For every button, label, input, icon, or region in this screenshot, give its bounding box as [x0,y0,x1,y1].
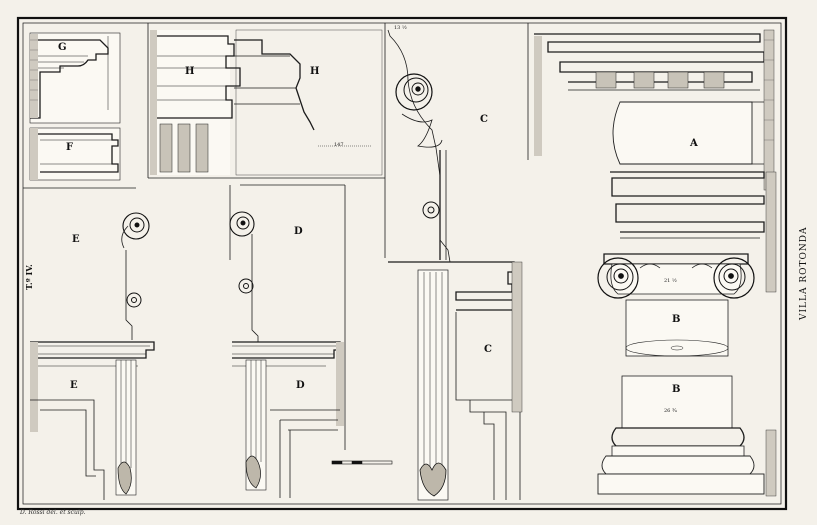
label-c-bottom: C [484,344,492,355]
profile-a: A [534,29,775,239]
label-b-top: B [672,314,680,325]
ionic-capital: 21 ½ B [597,253,755,357]
label-c-top: C [480,114,488,125]
plate-number: T.º IV. [24,264,34,290]
dimension-base: 26 ¾ [664,407,677,414]
engraver-signature: D. Rossi del. et sculp. [19,509,86,516]
volute-right [713,257,755,299]
scale-bar [331,460,393,465]
label-a: A [689,138,698,149]
section-c-lower: C [388,261,523,501]
column-base-b: B 26 ¾ [597,375,777,497]
building-title: VILLA ROTONDA [799,227,809,322]
label-e-bottom: E [70,380,78,391]
label-g: G [58,42,67,53]
label-d-top: D [294,226,303,237]
label-e-top: E [72,234,80,245]
dimension-h-scale: 147 [334,142,344,148]
label-h-left: H [185,66,194,77]
label-h-right: H [310,66,319,77]
profile-g: G [29,32,121,124]
volute-left [597,257,639,299]
dimension-capital: 21 ½ [664,277,677,284]
profile-c: C 13 ½ [387,24,488,263]
profile-e: E E [30,212,155,500]
measure-bar-a [765,171,777,293]
profile-h: H H 147 [150,29,383,176]
label-f: F [66,142,73,153]
plate-inner-border [22,22,782,505]
label-b-bottom: B [672,384,680,395]
profile-f: F [29,127,121,181]
label-d-bottom: D [296,380,305,391]
plate-outer-border [16,16,788,511]
profile-d: D D [229,211,393,498]
dimension-top-center: 13 ½ [394,24,407,31]
